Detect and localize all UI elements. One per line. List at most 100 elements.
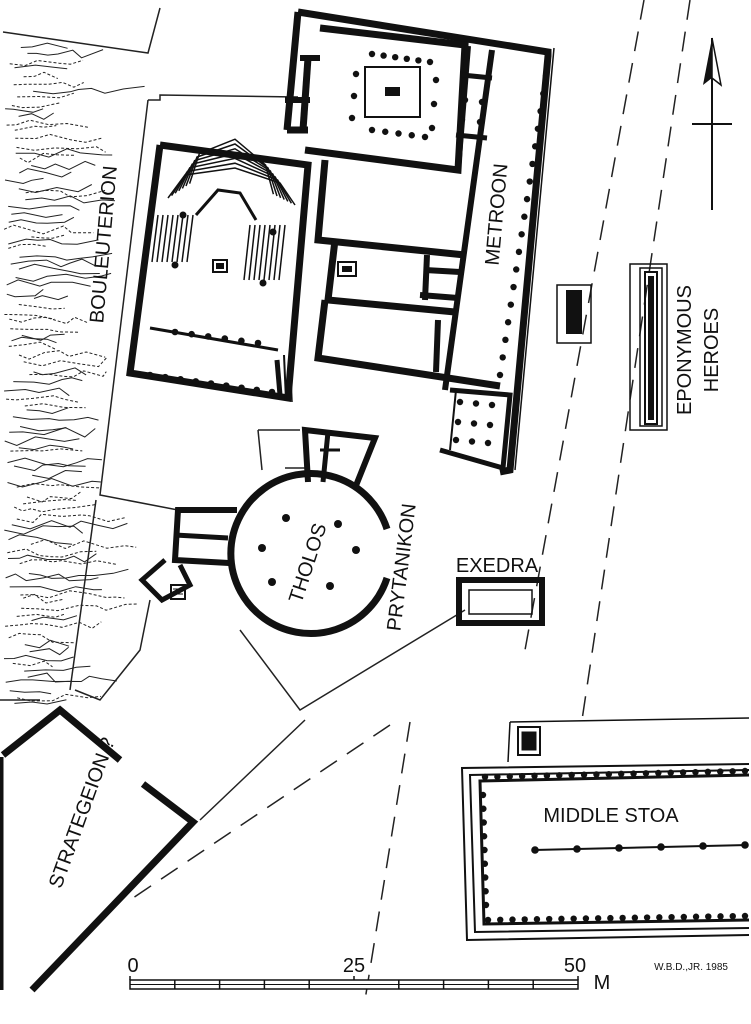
column [657,843,665,851]
column [521,213,528,220]
middle-stoa [460,717,750,942]
column [741,912,749,920]
label-exedra: EXEDRA [456,555,539,577]
scale-bar: 0 25 50 M [127,955,610,994]
scale-unit: M [594,972,611,994]
column [642,770,650,777]
column [679,769,687,776]
label-prytanikon: PRYTANIKON [383,502,420,632]
column [432,76,440,84]
column [259,279,267,287]
column [497,916,504,924]
column [680,913,688,921]
boundary-lines [0,7,466,821]
column [582,915,590,922]
column [484,439,492,447]
column [452,436,460,444]
column [506,773,513,780]
tholos [138,426,391,637]
column [486,421,494,429]
column [741,841,749,849]
column [428,124,436,132]
column [717,768,724,775]
column [480,833,488,840]
column [521,916,528,923]
label-heroes: HEROES [701,308,723,392]
column [488,401,496,409]
column [513,266,520,273]
column [258,544,266,552]
eponymous-heroes-monument [629,263,668,431]
column [656,914,663,921]
column [619,914,626,922]
column [479,791,487,799]
column [543,772,551,779]
column [607,914,614,922]
column [382,128,389,135]
column [171,328,179,336]
column [542,72,550,80]
column [352,70,360,78]
column [348,114,356,122]
label-strategeion: STRATEGEION ? [45,735,120,892]
terrain-hatching [3,42,145,705]
column [238,384,245,392]
column [238,337,245,345]
column [568,771,575,779]
column [326,582,334,590]
column [556,772,563,779]
column [692,768,699,776]
column [531,772,538,780]
column [350,92,358,100]
column [461,96,469,104]
column [668,913,675,921]
column [179,211,187,219]
column [615,844,623,852]
column [704,768,712,776]
column [699,842,707,850]
column [558,915,565,923]
author-credit: W.B.D.,JR. 1985 [654,962,728,973]
column [509,916,516,923]
column [540,90,547,97]
column [605,770,613,778]
middle-stoa-columns [479,767,749,924]
column [533,916,541,923]
column [171,261,179,269]
column [282,514,290,522]
column [222,382,230,389]
column [403,55,410,62]
column [570,915,577,922]
column [482,901,490,909]
column [395,130,402,137]
column [221,335,229,342]
column [470,420,478,427]
column [426,58,434,66]
column [531,846,539,854]
column [534,125,542,132]
column [268,578,276,586]
scale-tick-0: 0 [127,955,138,977]
bouleuterion-columns [146,211,277,396]
column [472,400,480,407]
column [480,819,487,826]
column [368,126,376,134]
column [630,770,637,777]
column [254,339,262,347]
column [253,386,261,394]
column [643,914,651,921]
column [476,118,484,126]
column [692,913,700,920]
column [456,398,464,406]
exedra [456,577,545,626]
column [499,354,506,361]
column [207,380,215,387]
column [518,772,526,780]
column [161,373,169,381]
column [496,371,504,379]
column [741,767,749,775]
column [545,915,553,923]
north-arrow-icon [692,37,732,210]
column [510,283,517,291]
